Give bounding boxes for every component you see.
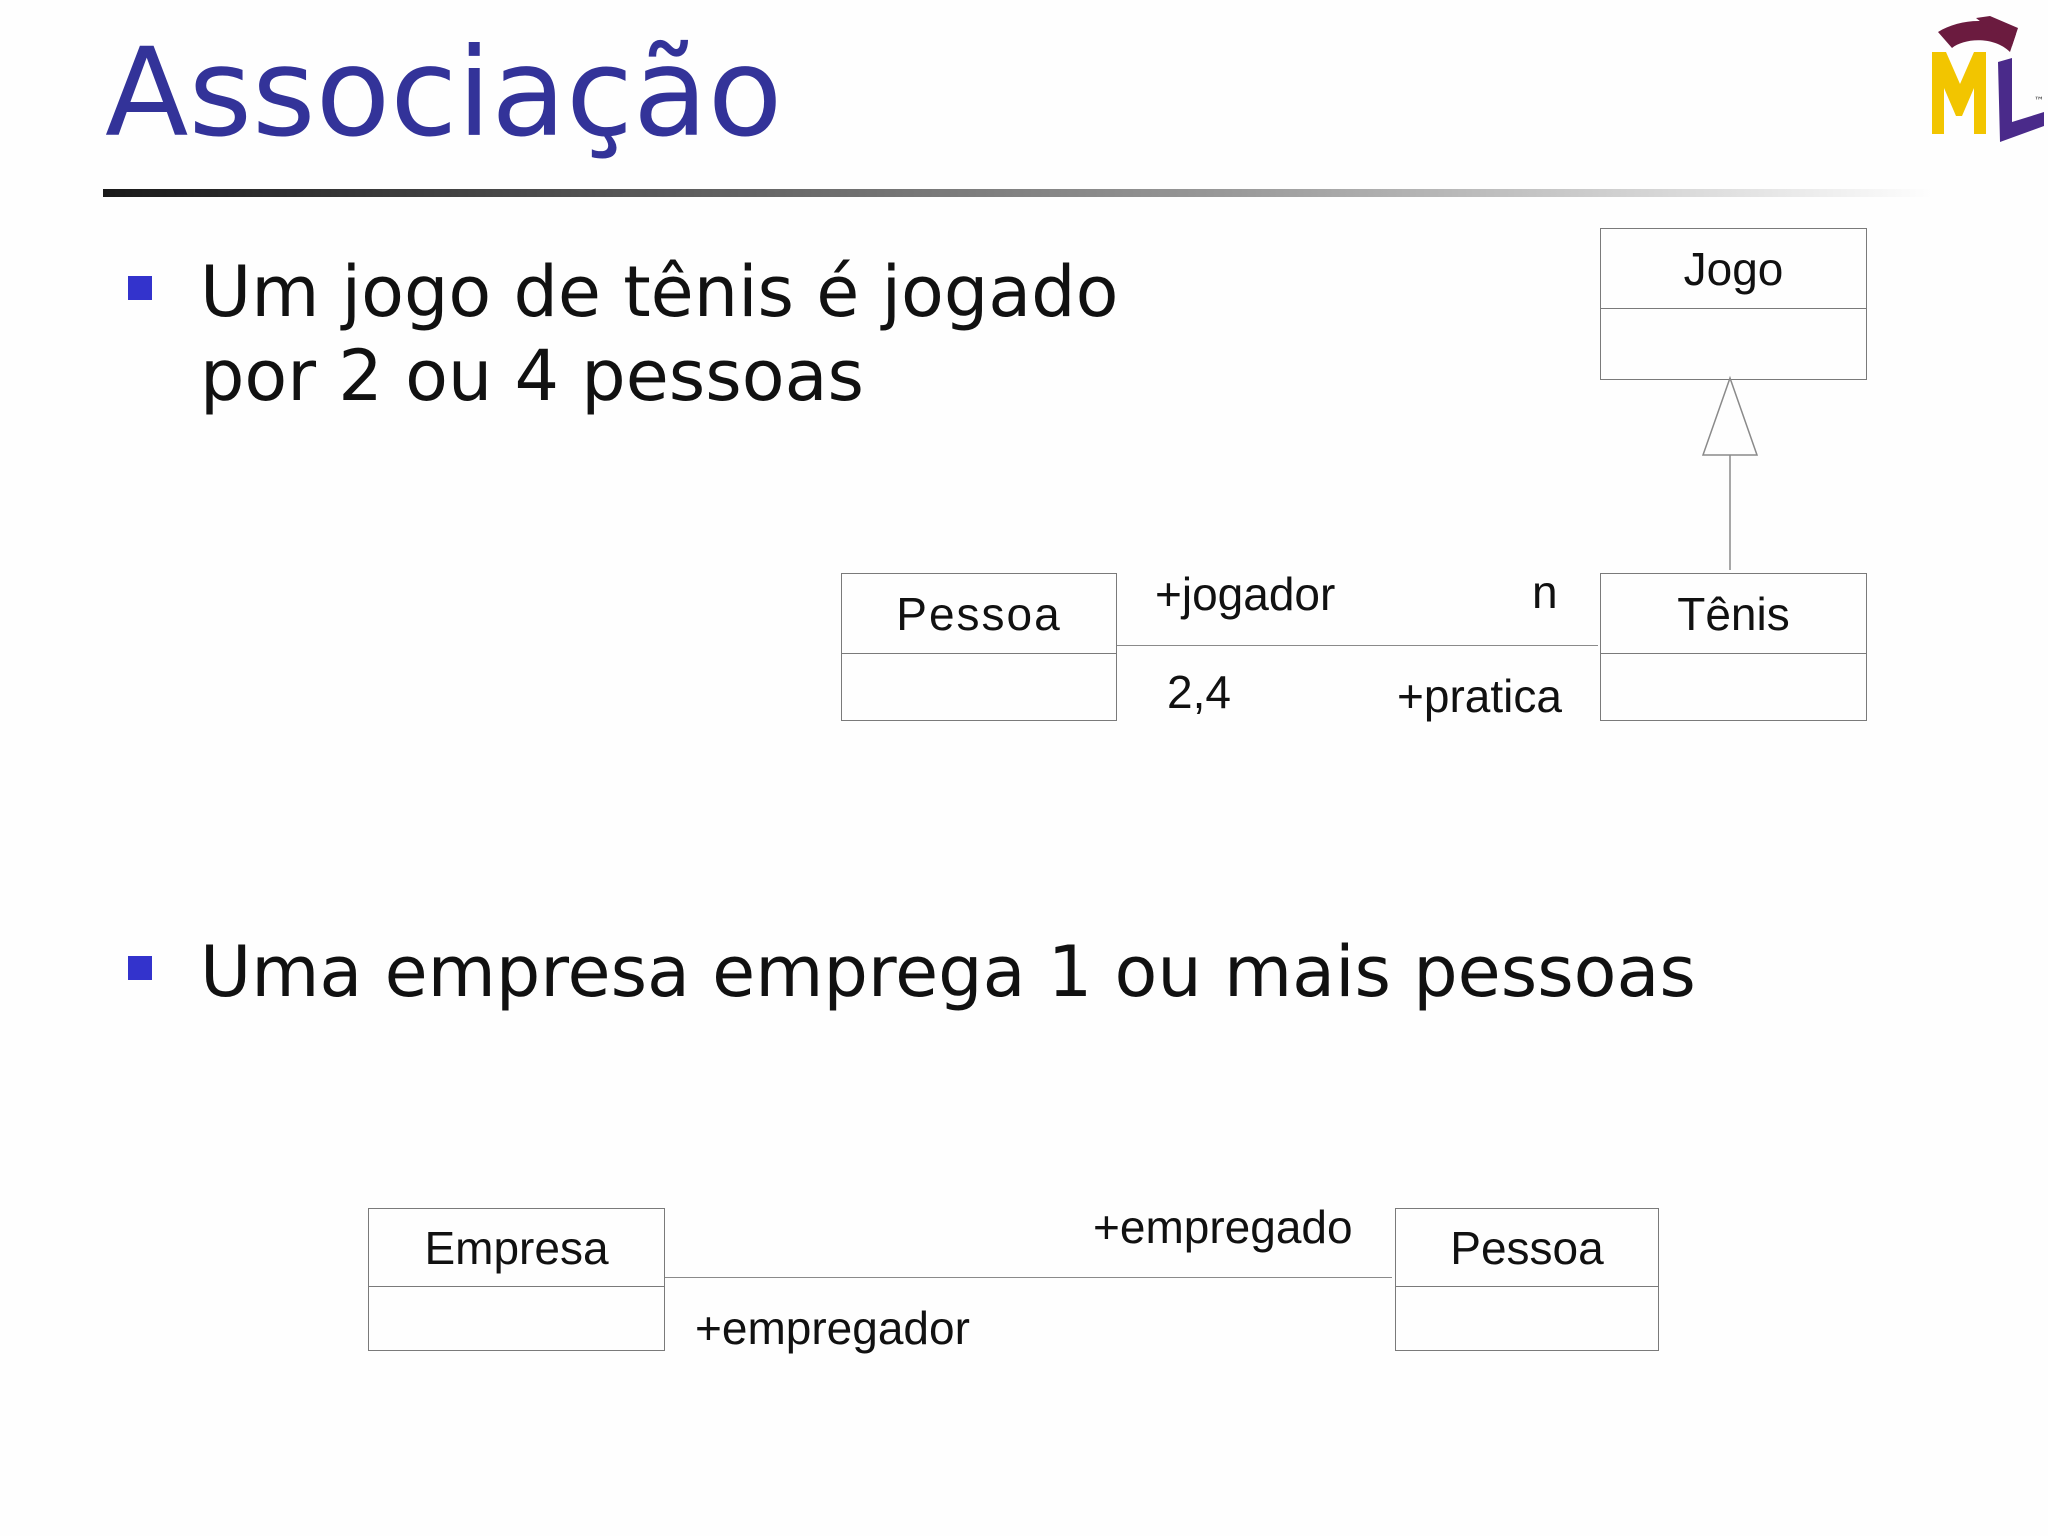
class-box-empresa: Empresa [368, 1208, 665, 1351]
multiplicity-label-2-4: 2,4 [1167, 666, 1231, 718]
class-attributes-pessoa [842, 654, 1116, 720]
class-name-tenis: Tênis [1601, 574, 1866, 654]
class-attributes-tenis [1601, 654, 1866, 720]
bullet-marker [128, 956, 152, 980]
class-box-pessoa-2: Pessoa [1395, 1208, 1659, 1351]
class-attributes-empresa [369, 1287, 664, 1350]
association-line-pessoa-tenis [1117, 645, 1598, 646]
class-name-empresa: Empresa [369, 1209, 664, 1287]
class-box-jogo: Jogo [1600, 228, 1867, 380]
class-box-tenis: Tênis [1600, 573, 1867, 721]
svg-text:™: ™ [2034, 96, 2044, 107]
role-label-jogador: +jogador [1155, 568, 1336, 620]
bullet-2-text: Uma empresa emprega 1 ou mais pessoas [200, 931, 1696, 1013]
class-box-pessoa: Pessoa [841, 573, 1117, 721]
slide-title: Associação [105, 22, 783, 164]
multiplicity-label-n: n [1532, 566, 1558, 618]
bullet-1-line-2: por 2 ou 4 pessoas [200, 335, 864, 417]
class-name-pessoa-2: Pessoa [1396, 1209, 1658, 1287]
role-label-empregado: +empregado [1093, 1201, 1353, 1253]
bullet-1-line-1: Um jogo de tênis é jogado [200, 251, 1119, 333]
generalization-arrowhead [1701, 375, 1759, 456]
uml-logo-icon: ™ [1932, 16, 2044, 142]
class-attributes-jogo [1601, 309, 1866, 379]
bullet-marker [128, 276, 152, 300]
association-line-empresa-pessoa [665, 1277, 1392, 1278]
class-attributes-pessoa-2 [1396, 1287, 1658, 1350]
class-name-pessoa: Pessoa [842, 574, 1116, 654]
title-divider [103, 189, 1933, 197]
generalization-arrow [1701, 375, 1759, 570]
uml-logo-m-shape [1932, 52, 1986, 134]
role-label-pratica: +pratica [1397, 670, 1562, 722]
uml-logo-l-shape [1998, 58, 2044, 142]
class-name-jogo: Jogo [1601, 229, 1866, 309]
role-label-empregador: +empregador [695, 1302, 970, 1354]
